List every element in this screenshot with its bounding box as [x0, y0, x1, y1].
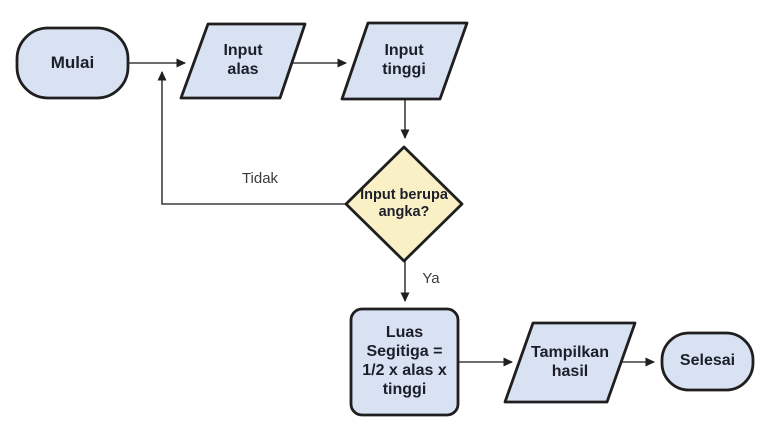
node-process-rectangle [349, 307, 460, 417]
connector-decision-loopback-no [157, 71, 346, 205]
node-end-terminator [660, 331, 755, 392]
node-input-alas-parallelogram [179, 22, 307, 100]
node-output-parallelogram [503, 321, 637, 404]
node-start-terminator [15, 26, 130, 100]
node-decision-diamond [344, 145, 464, 263]
node-input-tinggi-parallelogram [340, 21, 469, 101]
